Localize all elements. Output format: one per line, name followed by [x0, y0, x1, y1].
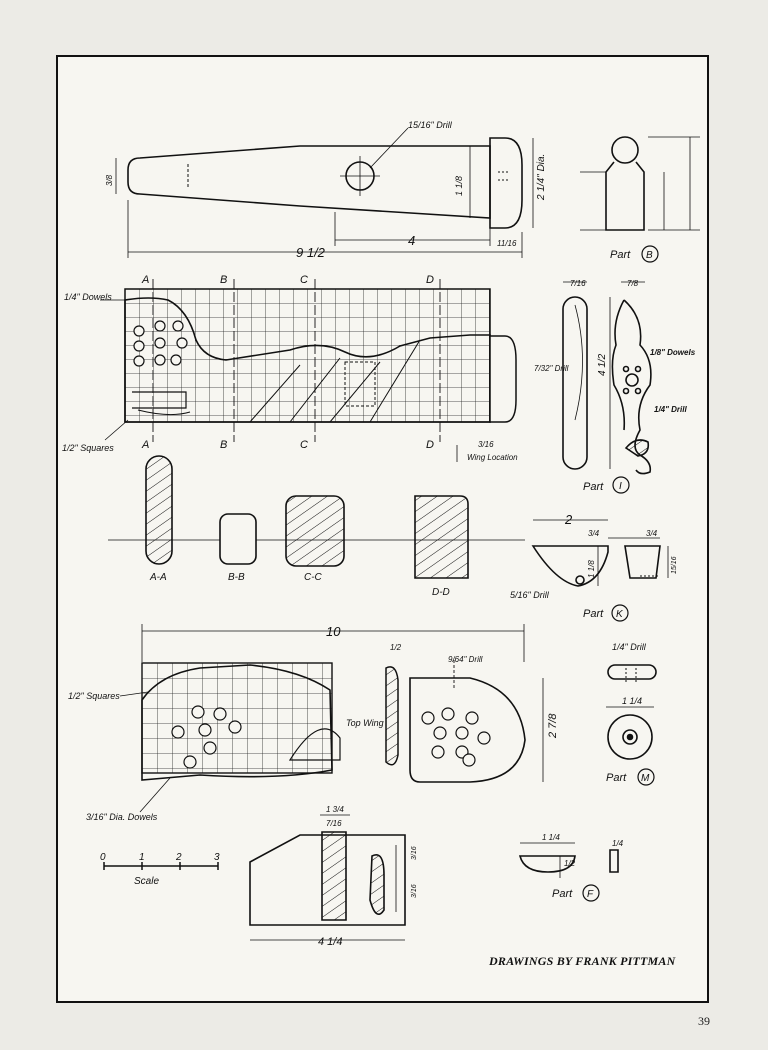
label-cc: C-C: [304, 572, 323, 583]
label-sec-d-top: D: [426, 274, 434, 286]
label-part-i: Part: [583, 481, 604, 493]
body-side-view: [100, 279, 517, 462]
label-sec-c-top: C: [300, 274, 308, 286]
page-number: 39: [698, 1014, 710, 1028]
label-dowels-1-8: 1/8" Dowels: [650, 348, 696, 357]
label-drill-1-4-m: 1/4" Drill: [612, 642, 647, 652]
label-dim-1-2-f: 1/2: [564, 859, 576, 868]
label-dd: D-D: [432, 587, 450, 598]
label-dim-2-7-8: 2 7/8: [547, 713, 559, 739]
label-dim-15-16: 15/16: [671, 556, 678, 574]
label-part-k-letter: K: [616, 609, 624, 620]
label-dim-11-16: 11/16: [497, 239, 517, 248]
label-dim-3-4-b: 3/4: [646, 529, 658, 538]
label-dim-7-8: 7/8: [627, 279, 639, 288]
label-dim-2: 2: [564, 512, 573, 527]
part-f-drawing: [518, 842, 619, 878]
label-dim-4-1-4: 4 1/4: [318, 936, 342, 948]
label-drill-1-4-a: 1/4" Drill: [654, 405, 687, 414]
label-scale-3: 3: [214, 852, 220, 863]
label-dim-1-1-4-m: 1 1/4: [622, 696, 642, 706]
label-dim-4: 4: [408, 233, 415, 248]
label-part-m: Part: [606, 772, 627, 784]
label-part-f: Part: [552, 888, 573, 900]
part-b-drawing: [580, 136, 700, 231]
part-m-drawing: [606, 664, 657, 760]
label-dim-7-16-b: 7/16: [326, 819, 342, 828]
label-dim-3-16-b: 3/16: [411, 884, 418, 898]
wing-drawing: [119, 624, 544, 813]
body-top-view: [115, 127, 534, 258]
label-dim-4-1-2: 4 1/2: [597, 353, 608, 376]
part-k-badge: [611, 604, 629, 622]
part-m-badge: [637, 768, 655, 786]
label-dim-9-1-2: 9 1/2: [296, 245, 326, 260]
section-aa: [145, 455, 469, 579]
label-dim-1-4-f: 1/4: [612, 839, 624, 848]
label-scale: Scale: [134, 876, 159, 887]
label-scale-0: 0: [100, 852, 106, 863]
part-b-badge: [641, 245, 659, 263]
part-i-drawing: [562, 281, 652, 475]
label-part-i-letter: I: [619, 481, 622, 492]
label-part-k: Part: [583, 608, 604, 620]
label-dim-1-2: 1/2: [390, 643, 402, 652]
label-dia-dowels: 3/16" Dia. Dowels: [86, 812, 158, 822]
label-aa: A-A: [149, 572, 167, 583]
label-dim-1-1-8-k: 1 1/8: [587, 560, 596, 578]
label-dim-1-1-8: 1 1/8: [454, 176, 464, 196]
scale-bar: [103, 862, 219, 870]
label-part-b: Part: [610, 249, 631, 261]
label-dim-7-16-a: 7/16: [570, 279, 586, 288]
label-sec-d-bottom: D: [426, 439, 434, 451]
label-sec-b-bottom: B: [220, 439, 227, 451]
part-f-badge: [582, 884, 600, 902]
label-drill-15-16: 15/16" Drill: [408, 120, 453, 130]
label-top-wing: Top Wing: [346, 718, 384, 728]
drawing-credit: DRAWINGS BY FRANK PITTMAN: [489, 954, 676, 968]
label-dim-3-16-a: 3/16: [411, 846, 418, 860]
label-dim-10: 10: [326, 624, 341, 639]
label-part-m-letter: M: [641, 773, 650, 784]
label-drill-9-64: 9/64" Drill: [448, 655, 483, 664]
label-dim-1-3-4: 1 3/4: [326, 805, 344, 814]
label-sec-b-top: B: [220, 274, 227, 286]
label-drill-5-16: 5/16" Drill: [510, 590, 550, 600]
tail-drawing: [249, 814, 406, 941]
label-wing-location: Wing Location: [467, 453, 518, 462]
label-dowels-1-4: 1/4" Dowels: [64, 292, 112, 302]
part-k-drawing: [531, 519, 669, 587]
label-scale-2: 2: [175, 852, 182, 863]
label-dim-1-1-4-f: 1 1/4: [542, 833, 560, 842]
label-squares-1-2-b: 1/2" Squares: [68, 691, 120, 701]
label-sec-a-bottom: A: [141, 439, 149, 451]
label-part-f-letter: F: [587, 889, 594, 900]
label-scale-1: 1: [139, 852, 145, 863]
label-dia-2-1-4: 2 1/4" Dia.: [536, 154, 547, 201]
label-bb: B-B: [228, 572, 245, 583]
label-dim-3-8-a: 3/8: [105, 174, 114, 186]
label-sec-a-top: A: [141, 274, 149, 286]
label-drill-7-32: 7/32" Drill: [534, 364, 569, 373]
label-dim-3-4-a: 3/4: [588, 529, 600, 538]
part-i-badge: [612, 476, 630, 494]
label-dim-3-16: 3/16: [478, 440, 494, 449]
label-sec-c-bottom: C: [300, 439, 308, 451]
label-part-b-letter: B: [646, 250, 653, 261]
label-squares-1-2-a: 1/2" Squares: [62, 443, 114, 453]
